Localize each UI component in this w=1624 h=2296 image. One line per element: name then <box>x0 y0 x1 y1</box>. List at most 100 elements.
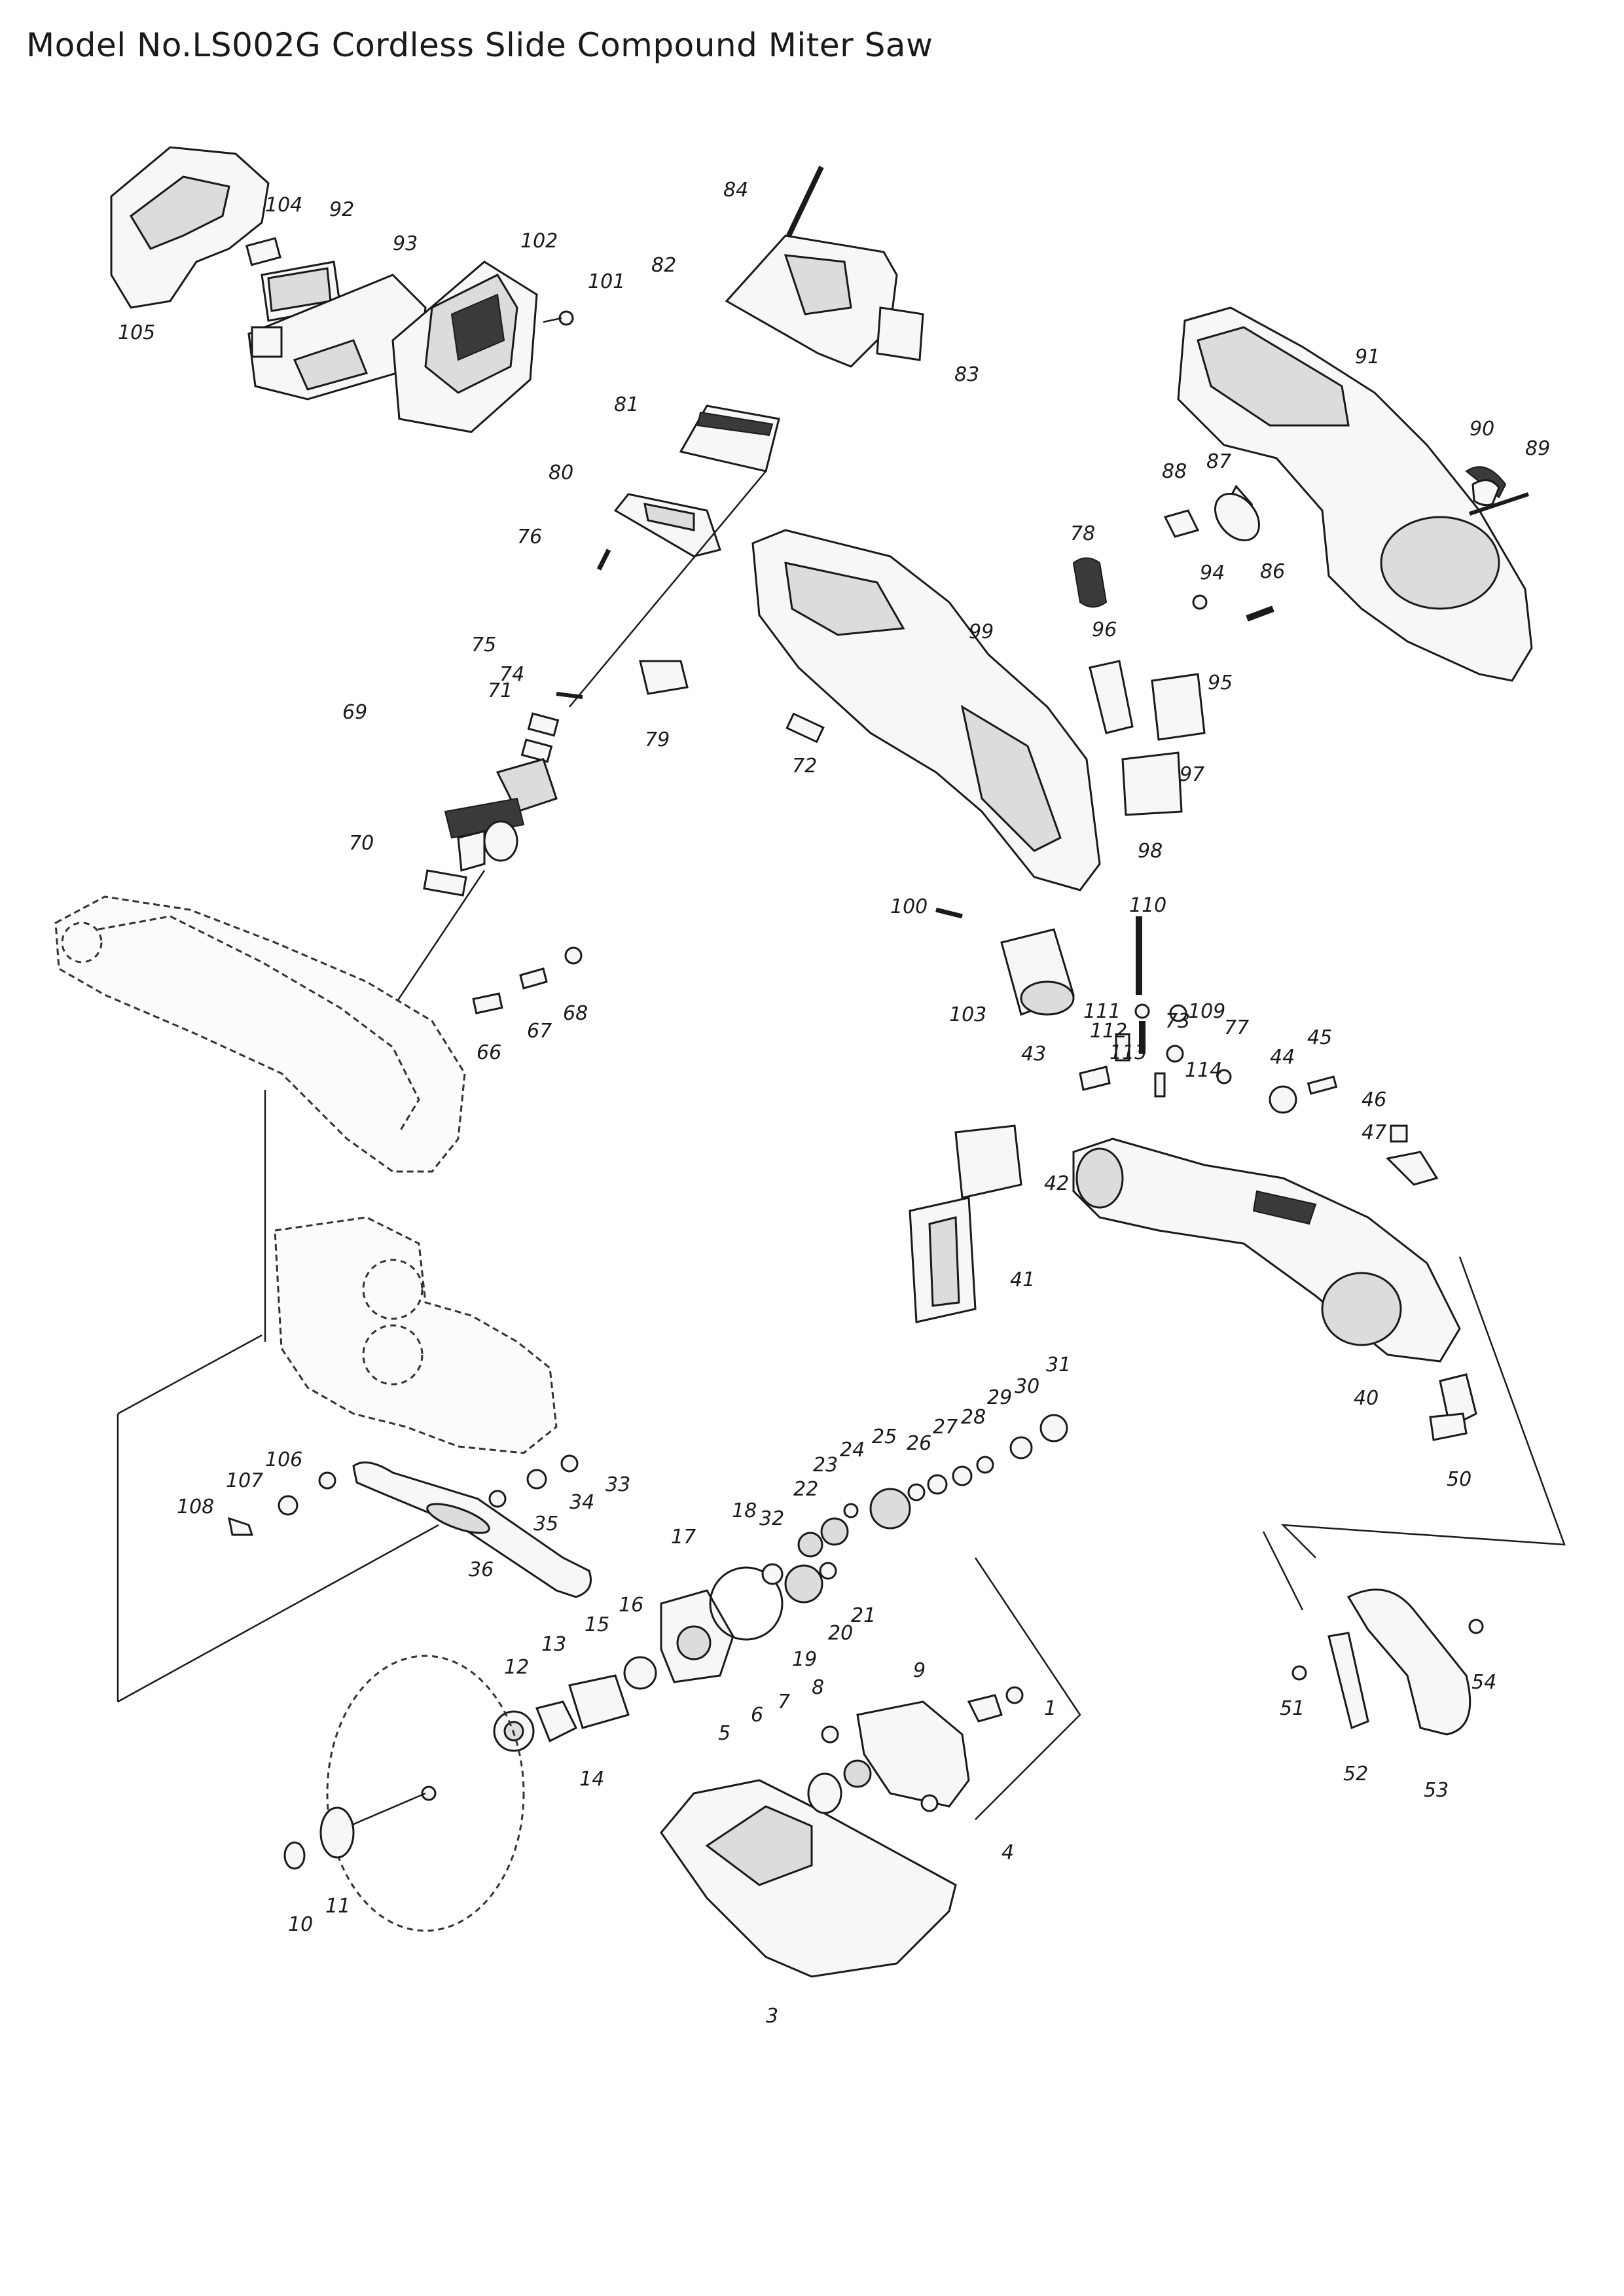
part-label: 42 <box>1044 1172 1069 1195</box>
part-label: 114 <box>1185 1059 1222 1082</box>
part-label: 16 <box>619 1594 643 1617</box>
part-label: 75 <box>471 634 496 656</box>
part-label: 70 <box>349 832 374 855</box>
part-label: 26 <box>907 1432 931 1455</box>
middle-housing-ghost <box>117 1216 558 1703</box>
controller-cluster <box>569 166 924 708</box>
part-label: 52 <box>1343 1763 1368 1785</box>
part-label: 74 <box>499 663 524 686</box>
part-label: 6 <box>751 1704 763 1727</box>
part-label: 8 <box>812 1676 824 1699</box>
part-label: 98 <box>1138 840 1163 863</box>
lower-right-guard-cluster <box>1262 1531 1484 1736</box>
part-label: 97 <box>1180 763 1204 786</box>
part-label: 19 <box>792 1648 817 1671</box>
part-labels: 1 3 4 5 6 7 8 9 10 11 12 13 14 15 16 17 … <box>118 179 1550 2028</box>
part-label: 1 <box>1044 1697 1056 1720</box>
part-label: 7 <box>778 1691 790 1713</box>
part-label: 44 <box>1270 1046 1295 1069</box>
part-label: 69 <box>342 701 367 724</box>
part-label: 101 <box>588 270 625 293</box>
part-label: 22 <box>793 1478 818 1501</box>
battery-housing-cluster <box>110 146 574 433</box>
part-label: 53 <box>1424 1779 1449 1802</box>
part-label: 109 <box>1188 1000 1225 1023</box>
part-label: 10 <box>288 1913 313 1936</box>
part-label: 90 <box>1470 418 1494 440</box>
part-label: 4 <box>1001 1841 1014 1864</box>
part-label: 15 <box>585 1613 609 1636</box>
part-label: 99 <box>969 620 994 643</box>
part-label: 83 <box>954 363 979 386</box>
part-label: 29 <box>987 1386 1012 1409</box>
part-label: 107 <box>226 1469 263 1492</box>
part-label: 79 <box>645 728 670 751</box>
part-label: 88 <box>1162 460 1187 483</box>
part-label: 17 <box>671 1526 696 1549</box>
part-label: 33 <box>605 1473 630 1496</box>
part-label: 76 <box>517 526 542 548</box>
part-label: 102 <box>520 230 558 253</box>
part-label: 112 <box>1090 1020 1127 1043</box>
motor-rotor-cluster <box>378 692 583 1028</box>
part-label: 50 <box>1447 1468 1471 1491</box>
part-label: 43 <box>1021 1043 1046 1066</box>
part-label: 87 <box>1206 450 1231 473</box>
blade-cluster <box>283 1655 525 1932</box>
part-label: 106 <box>265 1448 302 1471</box>
left-housing-ghost <box>54 895 583 1342</box>
part-label: 32 <box>759 1507 784 1530</box>
part-label: 94 <box>1200 562 1225 584</box>
part-label: 31 <box>1046 1354 1071 1376</box>
link-arm-cluster <box>228 1454 592 1598</box>
part-label: 113 <box>1110 1041 1147 1064</box>
part-label: 110 <box>1129 894 1166 917</box>
part-label: 20 <box>828 1622 853 1645</box>
part-label: 11 <box>325 1895 350 1918</box>
part-label: 14 <box>579 1768 604 1791</box>
part-label: 105 <box>118 321 155 344</box>
part-label: 47 <box>1362 1121 1386 1144</box>
handle-cluster <box>639 529 1108 891</box>
part-label: 21 <box>851 1604 876 1627</box>
part-label: 18 <box>732 1499 757 1522</box>
part-label: 36 <box>469 1558 494 1581</box>
part-label: 24 <box>840 1439 865 1462</box>
part-label: 104 <box>265 194 302 217</box>
part-label: 51 <box>1280 1697 1305 1720</box>
part-label: 67 <box>527 1020 552 1043</box>
part-label: 3 <box>766 2005 778 2028</box>
part-label: 72 <box>792 755 817 778</box>
part-label: 93 <box>393 232 418 255</box>
part-label: 34 <box>569 1491 594 1514</box>
part-label: 96 <box>1092 619 1117 641</box>
part-label: 86 <box>1260 560 1285 583</box>
part-label: 12 <box>504 1656 529 1679</box>
right-housing-cluster <box>1089 306 1533 816</box>
part-label: 27 <box>933 1416 958 1439</box>
part-label: 71 <box>488 679 513 702</box>
part-label: 103 <box>949 1003 986 1026</box>
part-label: 30 <box>1015 1375 1039 1398</box>
slide-arm-cluster <box>909 907 1566 1558</box>
part-label: 41 <box>1010 1268 1035 1291</box>
part-label: 28 <box>961 1406 986 1429</box>
part-label: 68 <box>563 1002 588 1025</box>
page-title: Model No.LS002G Cordless Slide Compound … <box>26 26 933 64</box>
part-label: 13 <box>541 1633 566 1656</box>
part-label: 46 <box>1362 1088 1386 1111</box>
part-label: 35 <box>533 1513 558 1535</box>
part-label: 111 <box>1083 1000 1121 1023</box>
part-label: 92 <box>329 198 354 221</box>
part-label: 78 <box>1070 522 1095 545</box>
blade-guard-cluster <box>660 1557 1081 1978</box>
part-label: 81 <box>614 393 639 416</box>
part-label: 77 <box>1224 1016 1249 1039</box>
part-label: 66 <box>477 1041 501 1064</box>
part-label: 108 <box>177 1496 214 1518</box>
part-label: 95 <box>1208 672 1233 694</box>
part-label: 82 <box>651 254 676 277</box>
part-label: 40 <box>1354 1387 1379 1410</box>
part-label: 23 <box>813 1454 838 1477</box>
